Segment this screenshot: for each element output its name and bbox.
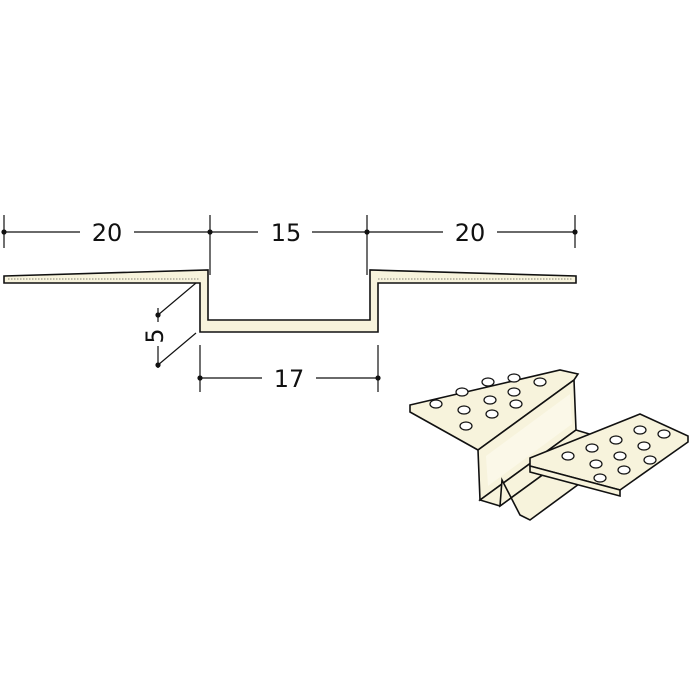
- dimension-dot: [1, 229, 7, 235]
- perforation-hole: [509, 399, 523, 409]
- perforation-hole: [589, 459, 603, 469]
- dimension-dot: [375, 375, 381, 381]
- perforation-hole: [613, 451, 627, 461]
- iso-channel-inner-face: [486, 394, 572, 486]
- top-dimension-chain: 20 15 20: [1, 215, 578, 275]
- profile-body: [3, 269, 577, 333]
- perforation-hole: [507, 387, 521, 397]
- perforation-hole: [585, 443, 599, 453]
- dimension-dot: [197, 375, 203, 381]
- perforation-hole: [485, 409, 499, 419]
- perforation-hole: [457, 405, 471, 415]
- dimension-dot: [155, 312, 161, 318]
- perforation-hole: [455, 387, 469, 397]
- perforation-hole: [483, 395, 497, 405]
- perforation-hole: [609, 435, 623, 445]
- extension-line-depth-bottom: [157, 332, 197, 366]
- perforation-hole: [507, 373, 521, 383]
- dimension-label-channel-width: 15: [271, 219, 302, 247]
- dimension-label-left-flange: 20: [92, 219, 123, 247]
- perforation-hole: [617, 465, 631, 475]
- perforation-hole: [643, 455, 657, 465]
- isometric-illustration: [409, 369, 689, 521]
- perforation-hole: [633, 425, 647, 435]
- depth-dimension: 5: [141, 282, 197, 368]
- perforation-hole: [657, 429, 671, 439]
- dimension-label-right-flange: 20: [455, 219, 486, 247]
- perforation-hole: [593, 473, 607, 483]
- dimension-label-channel-depth: 5: [141, 328, 169, 343]
- perforation-hole: [637, 441, 651, 451]
- perforation-hole: [429, 399, 443, 409]
- perforation-hole: [533, 377, 547, 387]
- dimension-dot: [155, 362, 161, 368]
- dimension-label-channel-outer-width: 17: [274, 365, 305, 393]
- dimension-dot: [572, 229, 578, 235]
- dimension-dot: [207, 229, 213, 235]
- extension-line-depth-top: [157, 282, 197, 316]
- perforation-hole: [459, 421, 473, 431]
- bottom-dimension: 17: [197, 345, 381, 393]
- dimension-dot: [364, 229, 370, 235]
- perforation-hole: [561, 451, 575, 461]
- cross-section-profile: [3, 269, 577, 333]
- iso-flange-front-edge: [529, 464, 621, 498]
- perforation-hole: [481, 377, 495, 387]
